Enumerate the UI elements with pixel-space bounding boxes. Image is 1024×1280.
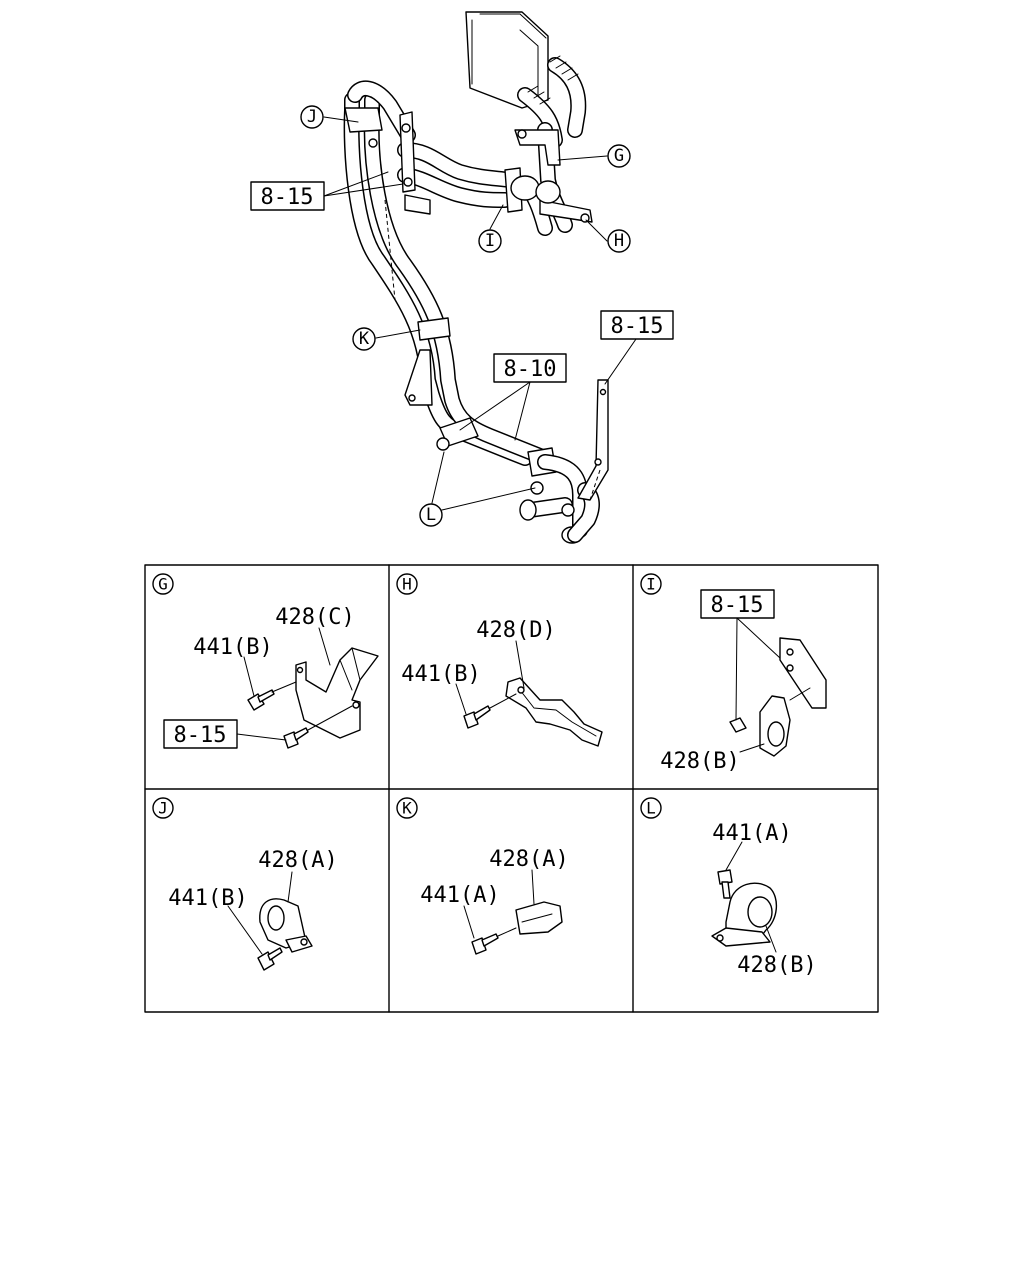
callout-j: J (300, 105, 359, 129)
upper-right-brackets (504, 129, 593, 223)
svg-text:H: H (402, 575, 412, 594)
svg-text:L: L (426, 505, 436, 525)
svg-text:428(C): 428(C) (275, 605, 354, 630)
lower-left-bracket (404, 349, 433, 406)
svg-text:I: I (646, 575, 656, 594)
svg-text:441(B): 441(B) (193, 635, 272, 660)
left-twin-hoses (343, 80, 553, 466)
cross-hoses (397, 122, 573, 236)
upper-left-brackets (344, 107, 431, 215)
svg-text:K: K (359, 329, 370, 349)
hose-assembly-illustration (343, 11, 609, 544)
band-clamp-k (417, 317, 451, 341)
main-callouts: J G H I K L (300, 105, 631, 527)
svg-text:441(A): 441(A) (420, 883, 499, 908)
heater-unit (465, 11, 549, 109)
svg-text:J: J (158, 799, 168, 818)
ref-box-8-15-left: 8-15 (250, 171, 404, 211)
svg-text:428(D): 428(D) (476, 618, 555, 643)
svg-text:428(B): 428(B) (737, 953, 816, 978)
svg-text:8-15: 8-15 (711, 593, 764, 618)
detail-l: L 441(A) 428(B) (640, 797, 817, 978)
svg-text:428(A): 428(A) (489, 847, 568, 872)
svg-text:G: G (158, 575, 168, 594)
svg-text:8-15: 8-15 (261, 185, 314, 210)
bolt-icon (283, 727, 309, 749)
lower-clamps (436, 417, 557, 495)
bolt-icon (471, 933, 499, 955)
svg-text:L: L (646, 799, 656, 818)
callout-k: K (352, 327, 421, 351)
detail-grid (144, 564, 879, 1013)
ref-box-8-15-right: 8-15 (600, 310, 674, 385)
ref-box-8-10: 8-10 (459, 353, 567, 441)
detail-i: I 8-15 428(B) (640, 573, 827, 774)
lower-pipes (519, 454, 600, 544)
bolt-icon (717, 869, 733, 899)
detail-j: J 428(A) 441(B) (152, 797, 338, 971)
callout-i: I (478, 204, 504, 253)
svg-text:8-15: 8-15 (174, 723, 227, 748)
svg-text:8-10: 8-10 (504, 357, 557, 382)
callout-h: H (585, 219, 631, 253)
svg-text:441(B): 441(B) (168, 886, 247, 911)
svg-text:441(B): 441(B) (401, 662, 480, 687)
bolt-icon (247, 689, 275, 711)
callout-l: L (419, 451, 536, 527)
svg-text:8-15: 8-15 (611, 314, 664, 339)
detail-g: G 428(C) 441(B) 8-15 (152, 573, 379, 749)
detail-h: H 428(D) 441(B) (396, 573, 603, 747)
bolt-icon (257, 947, 283, 971)
svg-text:I: I (485, 231, 495, 251)
svg-text:428(B): 428(B) (660, 749, 739, 774)
svg-text:441(A): 441(A) (712, 821, 791, 846)
svg-text:J: J (307, 107, 317, 127)
detail-k: K 428(A) 441(A) (396, 797, 569, 955)
svg-text:H: H (614, 231, 624, 251)
svg-text:428(A): 428(A) (258, 848, 337, 873)
bolt-icon (463, 705, 491, 729)
svg-text:K: K (402, 799, 412, 818)
svg-text:G: G (614, 146, 624, 166)
callout-g: G (557, 144, 631, 168)
